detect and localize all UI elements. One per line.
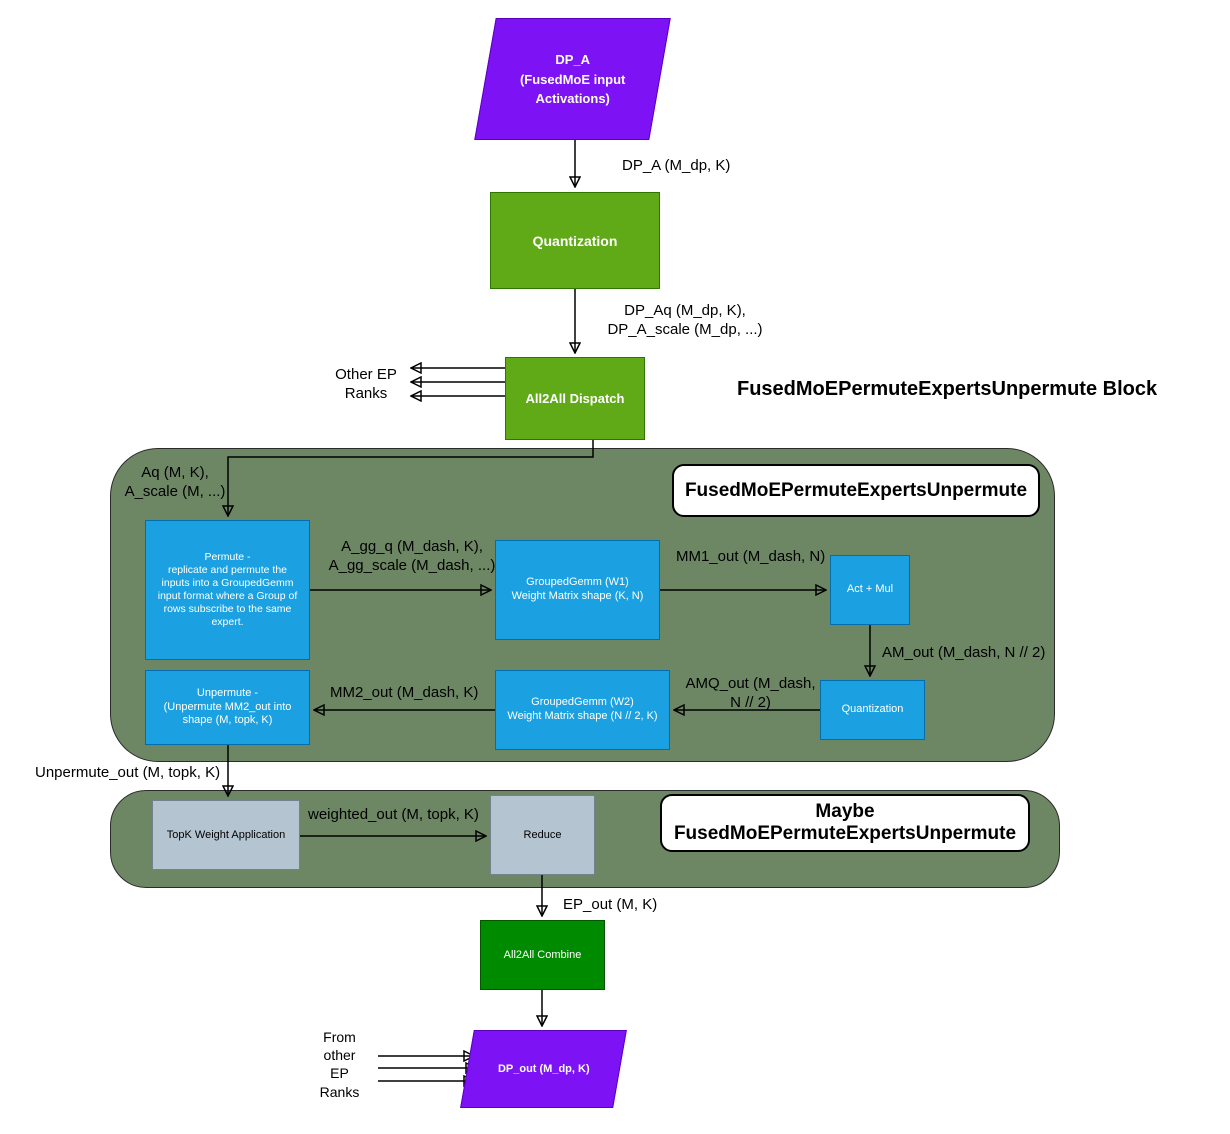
node-all2all-combine-label: All2All Combine [503, 949, 582, 961]
node-grouped-gemm-w1: GroupedGemm (W1) Weight Matrix shape (K,… [495, 540, 660, 640]
node-act-mul: Act + Mul [830, 555, 910, 625]
edge-label-aq: Aq (M, K), A_scale (M, ...) [124, 464, 226, 500]
edge-label-other-ep-ranks: Other EP Ranks [335, 366, 397, 402]
node-grouped-gemm-w1-label: GroupedGemm (W1) Weight Matrix shape (K,… [511, 576, 644, 602]
fused-block-title: FusedMoEPermuteExpertsUnpermute [672, 464, 1040, 517]
node-all2all-dispatch: All2All Dispatch [505, 357, 645, 440]
fused-block-title-text: FusedMoEPermuteExpertsUnpermute [684, 479, 1028, 501]
edge-label-dp-aq: DP_Aq (M_dp, K), DP_A_scale (M_dp, ...) [607, 302, 763, 338]
node-topk-weight-application-label: TopK Weight Application [166, 829, 286, 841]
edge-label-weighted-out: weighted_out (M, topk, K) [308, 806, 479, 823]
edge-label-amq-out: AMQ_out (M_dash, N // 2) [685, 675, 816, 711]
edge-label-unpermute-out: Unpermute_out (M, topk, K) [35, 764, 221, 781]
node-grouped-gemm-w2-label: GroupedGemm (W2) Weight Matrix shape (N … [507, 696, 658, 722]
node-all2all-dispatch-label: All2All Dispatch [525, 391, 625, 406]
node-all2all-combine: All2All Combine [480, 920, 605, 990]
maybe-block-title-text: Maybe FusedMoEPermuteExpertsUnpermute [673, 801, 1017, 844]
node-unpermute-label: Unpermute - (Unpermute MM2_out into shap… [163, 686, 292, 727]
edge-label-from-other-ep-ranks: From other EP Ranks [319, 1029, 360, 1100]
node-reduce-label: Reduce [523, 829, 562, 841]
node-quantization-inner: Quantization [820, 680, 925, 740]
node-act-mul-label: Act + Mul [846, 583, 894, 596]
node-dp-out-label: DP_out (M_dp, K) [497, 1062, 590, 1075]
node-quantization-top-label: Quantization [532, 232, 618, 249]
page-title: FusedMoEPermuteExpertsUnpermute Block [737, 378, 1158, 400]
edge-label-dp-a: DP_A (M_dp, K) [622, 157, 731, 174]
edge-label-mm1-out: MM1_out (M_dash, N) [676, 548, 826, 565]
node-dp-out: DP_out (M_dp, K) [460, 1030, 627, 1108]
node-unpermute: Unpermute - (Unpermute MM2_out into shap… [145, 670, 310, 745]
node-dp-a-label: DP_A (FusedMoE input Activations) [519, 51, 626, 106]
node-reduce: Reduce [490, 795, 595, 875]
edge-label-am-out: AM_out (M_dash, N // 2) [882, 644, 1046, 661]
node-grouped-gemm-w2: GroupedGemm (W2) Weight Matrix shape (N … [495, 670, 670, 750]
node-dp-a: DP_A (FusedMoE input Activations) [474, 18, 671, 140]
node-permute: Permute - replicate and permute the inpu… [145, 520, 310, 660]
edge-label-a-gg-q: A_gg_q (M_dash, K), A_gg_scale (M_dash, … [328, 538, 496, 574]
edge-label-ep-out: EP_out (M, K) [563, 896, 658, 913]
maybe-block-title: Maybe FusedMoEPermuteExpertsUnpermute [660, 794, 1030, 852]
node-topk-weight-application: TopK Weight Application [152, 800, 300, 870]
node-permute-label: Permute - replicate and permute the inpu… [157, 550, 298, 629]
node-quantization-inner-label: Quantization [841, 703, 904, 716]
node-quantization-top: Quantization [490, 192, 660, 289]
edge-label-mm2-out: MM2_out (M_dash, K) [330, 684, 479, 701]
